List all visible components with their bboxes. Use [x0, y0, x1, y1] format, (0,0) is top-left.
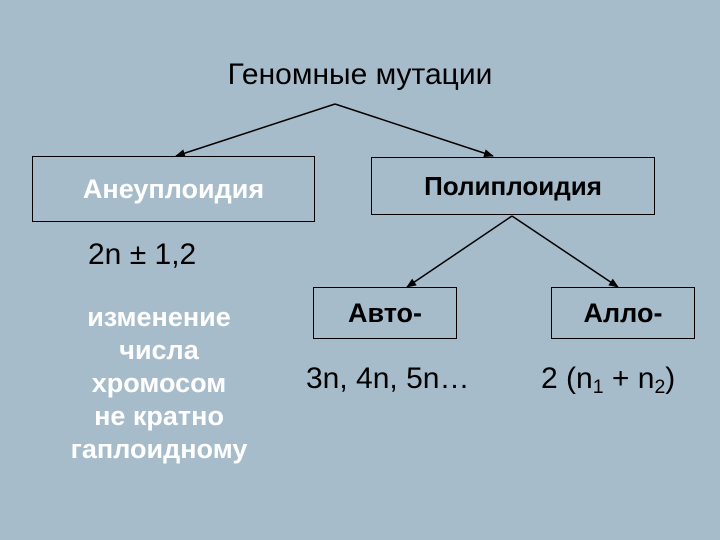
aneuploidy-formula: 2n ± 1,2	[88, 238, 197, 271]
allo-formula-mid: + n	[603, 362, 655, 395]
arrow-to-allo	[511, 215, 619, 288]
description-line: гаплоидному	[70, 434, 248, 464]
arrow-to-auto	[406, 215, 513, 288]
diagram-title: Геномные мутации	[227, 58, 493, 91]
polyploidy-label: Полиплоидия	[424, 170, 602, 201]
allopolyploidy-label: Алло-	[583, 297, 663, 328]
autopolyploidy-label: Авто-	[347, 297, 423, 328]
description-line: числа	[119, 335, 199, 365]
allo-subscript-1: 1	[592, 375, 604, 398]
description-line: изменение	[87, 302, 231, 332]
autopolyploidy-box: Авто-	[313, 287, 457, 339]
description-line: хромосом	[91, 368, 227, 398]
allo-subscript-2: 2	[654, 375, 666, 398]
polyploidy-box: Полиплоидия	[371, 157, 655, 215]
aneuploidy-label: Анеуплоидия	[82, 173, 265, 204]
description-line: не кратно	[94, 401, 224, 431]
allopolyploidy-box: Алло-	[551, 287, 695, 339]
aneuploidy-description: изменение числа хромосом не кратно гапло…	[36, 301, 282, 466]
arrow-to-aneuploidy	[175, 103, 336, 158]
allo-formula-prefix: 2 (n	[541, 362, 593, 395]
allopolyploidy-formula: 2 (n1 + n2)	[541, 362, 675, 399]
autopolyploidy-formula: 3n, 4n, 5n…	[306, 362, 470, 395]
aneuploidy-box: Анеуплоидия	[32, 156, 315, 222]
arrow-to-polyploidy	[334, 103, 494, 157]
allo-formula-suffix: )	[665, 362, 676, 395]
